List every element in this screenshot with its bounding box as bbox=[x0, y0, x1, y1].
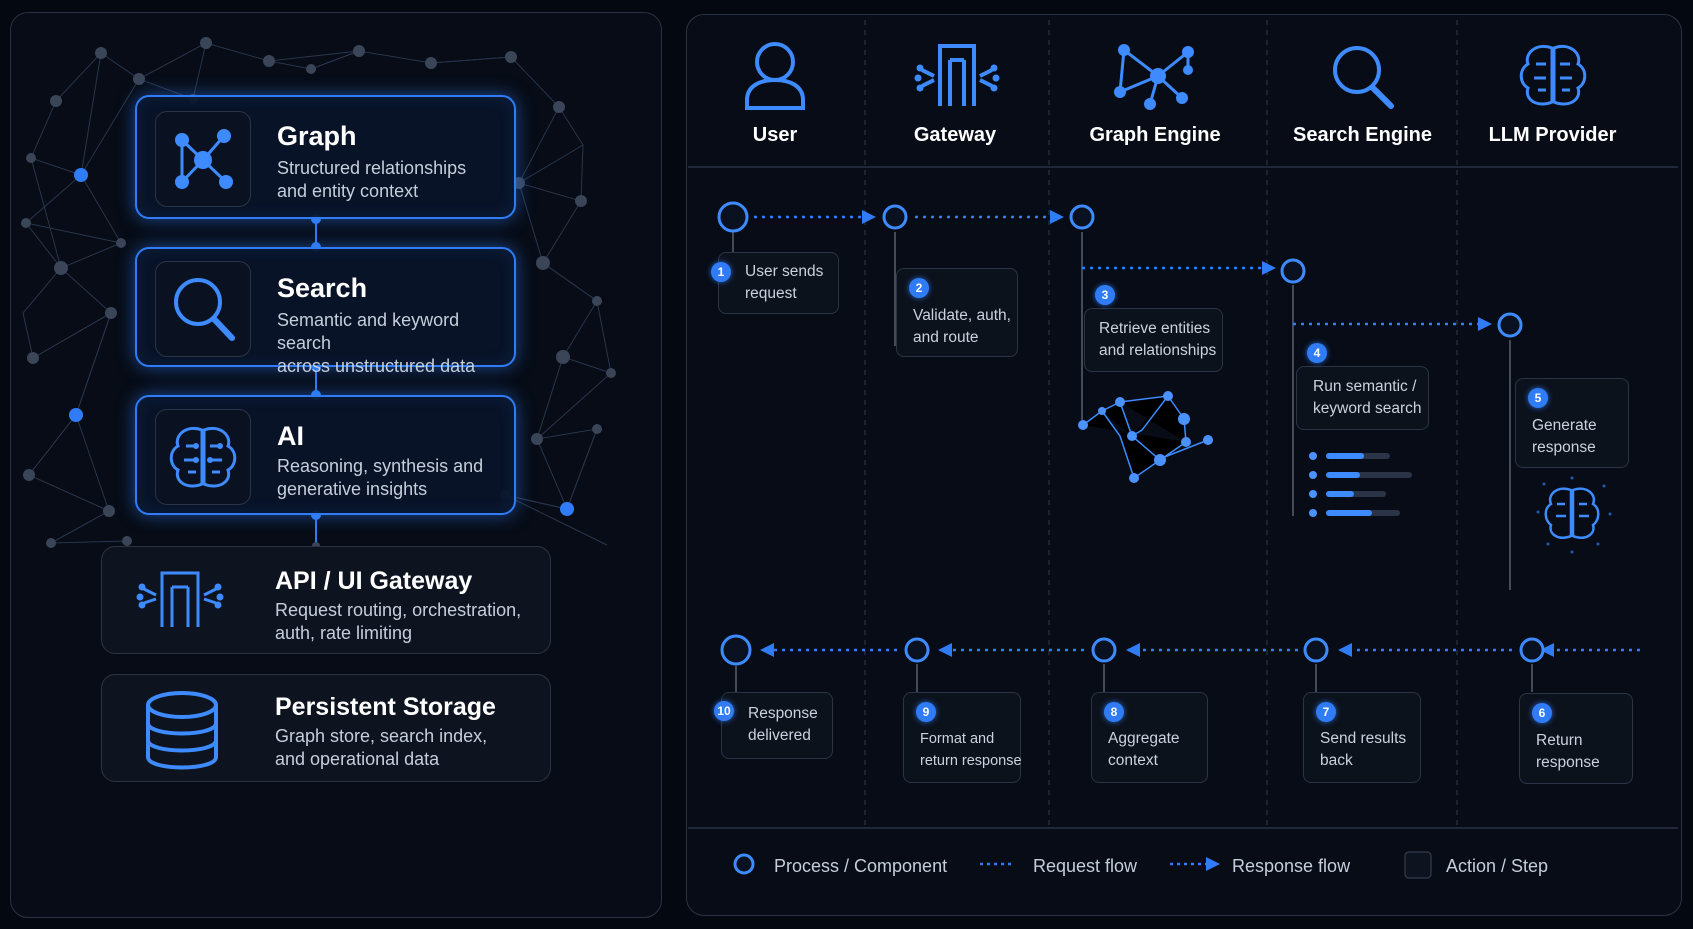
storage-layer-card[interactable]: Persistent Storage Graph store, search i… bbox=[101, 674, 551, 782]
lane-label-graph-engine: Graph Engine bbox=[1089, 124, 1221, 146]
step-10-badge: 10 bbox=[714, 701, 734, 721]
ai-layer-title: AI bbox=[277, 421, 304, 451]
lane-label-gateway: Gateway bbox=[913, 124, 997, 146]
database-icon bbox=[146, 691, 218, 770]
graph-desc-line1: Structured relationships bbox=[277, 158, 467, 178]
ai-layer-description: Reasoning, synthesis and generative insi… bbox=[277, 455, 517, 501]
step-2-badge: 2 bbox=[909, 278, 929, 298]
storage-desc-line1: Graph store, search index, bbox=[275, 726, 488, 746]
legend-action-label: Action / Step bbox=[1446, 856, 1549, 876]
lane-separators bbox=[864, 20, 1458, 828]
step-6-badge: 6 bbox=[1532, 703, 1552, 723]
legend-graphics bbox=[733, 851, 1432, 879]
ai-layer-card[interactable]: AI Reasoning, synthesis and generative i… bbox=[135, 395, 516, 515]
lane-label-user: User bbox=[752, 124, 798, 146]
storage-layer-title: Persistent Storage bbox=[275, 693, 496, 721]
step-5-badge: 5 bbox=[1528, 388, 1548, 408]
llm-brain-icon bbox=[1519, 45, 1587, 106]
storage-desc-line2: and operational data bbox=[275, 749, 440, 769]
legend-response-label: Response flow bbox=[1232, 856, 1351, 876]
step-7-badge: 7 bbox=[1316, 702, 1336, 722]
step-4-box[interactable]: 4 Run semantic /keyword search bbox=[1296, 343, 1429, 430]
step-2-label: Validate, auth,and route bbox=[913, 307, 1011, 346]
search-layer-description: Semantic and keyword search across unstr… bbox=[277, 309, 517, 378]
search-icon bbox=[155, 261, 251, 357]
gateway-layer-description: Request routing, orchestration, auth, ra… bbox=[275, 599, 545, 645]
step-1-badge: 1 bbox=[711, 262, 731, 282]
lane-label-llm-provider: LLM Provider bbox=[1488, 124, 1617, 146]
search-results-list bbox=[1309, 452, 1412, 517]
legend-request-label: Request flow bbox=[1033, 856, 1138, 876]
step-3-badge: 3 bbox=[1095, 285, 1115, 305]
search-desc-line2: across unstructured data bbox=[277, 356, 476, 376]
legend-process-label: Process / Component bbox=[774, 856, 948, 876]
step-9-badge: 9 bbox=[916, 702, 936, 722]
ai-desc-line1: Reasoning, synthesis and bbox=[277, 456, 484, 476]
search-desc-line1: Semantic and keyword search bbox=[277, 310, 460, 353]
step-8-badge: 8 bbox=[1104, 702, 1124, 722]
graph-layer-card[interactable]: Graph Structured relationships and entit… bbox=[135, 95, 516, 219]
architecture-stack-panel: Graph Structured relationships and entit… bbox=[10, 12, 662, 918]
storage-layer-description: Graph store, search index, and operation… bbox=[275, 725, 545, 771]
gateway-desc-line2: auth, rate limiting bbox=[275, 623, 413, 643]
graph-icon bbox=[155, 111, 251, 207]
graph-desc-line2: and entity context bbox=[277, 181, 419, 201]
gateway-icon bbox=[136, 571, 224, 627]
lane-label-search-engine: Search Engine bbox=[1293, 124, 1432, 146]
gateway-desc-line1: Request routing, orchestration, bbox=[275, 600, 522, 620]
gateway-layer-title: API / UI Gateway bbox=[275, 567, 473, 595]
gateway-lane-icon bbox=[921, 44, 993, 106]
search-engine-icon bbox=[1333, 46, 1394, 109]
search-layer-card[interactable]: Search Semantic and keyword search acros… bbox=[135, 247, 516, 376]
search-layer-title: Search bbox=[277, 273, 368, 303]
brain-icon bbox=[155, 409, 251, 505]
graph-result-network bbox=[1078, 391, 1213, 483]
graph-layer-description: Structured relationships and entity cont… bbox=[277, 157, 537, 203]
step-4-label: Run semantic /keyword search bbox=[1313, 378, 1422, 417]
user-icon bbox=[745, 42, 805, 110]
ai-desc-line2: generative insights bbox=[277, 479, 428, 499]
step-4-badge: 4 bbox=[1307, 343, 1327, 363]
gateway-layer-card[interactable]: API / UI Gateway Request routing, orches… bbox=[101, 546, 551, 654]
generate-brain-icon bbox=[1544, 487, 1600, 540]
process-nodes bbox=[717, 201, 1545, 666]
step-2-box[interactable]: 2 Validate, auth,and route bbox=[896, 268, 1018, 357]
graph-layer-title: Graph bbox=[277, 121, 357, 151]
